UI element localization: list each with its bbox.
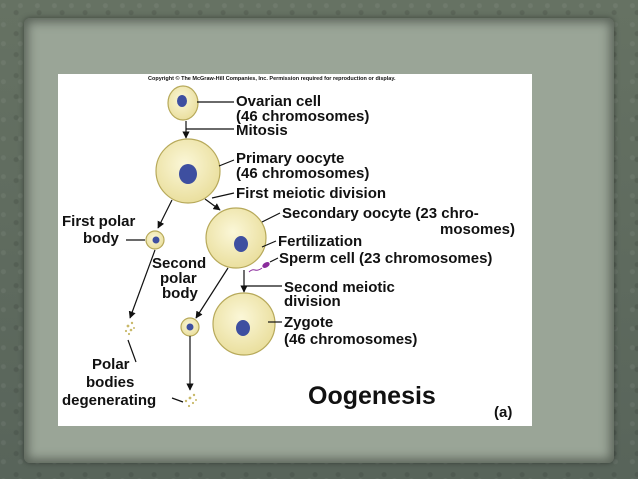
second-meiotic-label-line1: Second meiotic xyxy=(284,279,395,296)
polar-degenerating-leader-1 xyxy=(127,339,137,363)
to-first-polar-arrow xyxy=(157,199,173,229)
ovarian-cell xyxy=(167,85,199,121)
zygote-cell xyxy=(212,292,276,356)
first-polar-label-line1: First polar xyxy=(62,213,136,230)
diagram-title: Oogenesis xyxy=(308,382,436,410)
polar-degenerating-label-line3: degenerating xyxy=(62,392,156,409)
mitosis-label: Mitosis xyxy=(236,122,288,139)
second-meiotic-label-line2: division xyxy=(284,293,341,310)
primary-oocyte-label: Primary oocyte xyxy=(236,150,344,167)
copyright-text: Copyright © The McGraw-Hill Companies, I… xyxy=(148,75,396,82)
second-polar-body-cell xyxy=(180,317,200,337)
secondary-oocyte-label-line1: Secondary oocyte (23 chro- xyxy=(282,205,479,222)
fertilization-label: Fertilization xyxy=(278,233,362,250)
sperm-cell-label: Sperm cell (23 chromosomes) xyxy=(279,250,492,267)
polar-degenerating-label-line2: bodies xyxy=(86,374,134,391)
first-meiotic-label: First meiotic division xyxy=(236,185,386,202)
second-polar-label-line1: Second xyxy=(152,255,206,272)
zygote-chromosomes-label: (46 chromosomes) xyxy=(284,331,417,348)
sperm-cell xyxy=(248,262,270,273)
degenerating-fragments-1 xyxy=(124,321,135,336)
primary-chromosomes-label: (46 chromosomes) xyxy=(236,165,369,182)
secondary-leader-line xyxy=(261,212,281,223)
primary-leader-line xyxy=(218,159,235,167)
zygote-label: Zygote xyxy=(284,314,333,331)
first-polar-degenerate-arrow xyxy=(128,249,156,319)
first-polar-label-line2: body xyxy=(83,230,119,247)
ovarian-chromosomes-label: (46 chromosomes) xyxy=(236,108,369,125)
first-polar-body-cell xyxy=(145,230,165,250)
ovarian-cell-label: Ovarian cell xyxy=(236,93,321,110)
second-polar-label-line2: polar xyxy=(160,270,197,287)
polar-degenerating-leader-2 xyxy=(171,397,184,403)
polar-degenerating-label-line1: Polar xyxy=(92,356,130,373)
diagram-image xyxy=(58,74,532,426)
primary-oocyte-cell xyxy=(155,138,221,204)
secondary-oocyte-cell xyxy=(205,207,267,269)
fertilization-leader-line xyxy=(261,240,277,248)
sperm-leader-line xyxy=(269,257,279,263)
secondary-oocyte-label-line2: mosomes) xyxy=(440,221,515,238)
to-second-polar-arrow xyxy=(195,267,229,319)
to-secondary-arrow xyxy=(204,198,221,211)
panel-letter: (a) xyxy=(494,404,512,421)
second-polar-label-line3: body xyxy=(162,285,198,302)
degenerating-fragments-2 xyxy=(184,393,197,408)
first-meiotic-leader-line xyxy=(211,192,235,199)
